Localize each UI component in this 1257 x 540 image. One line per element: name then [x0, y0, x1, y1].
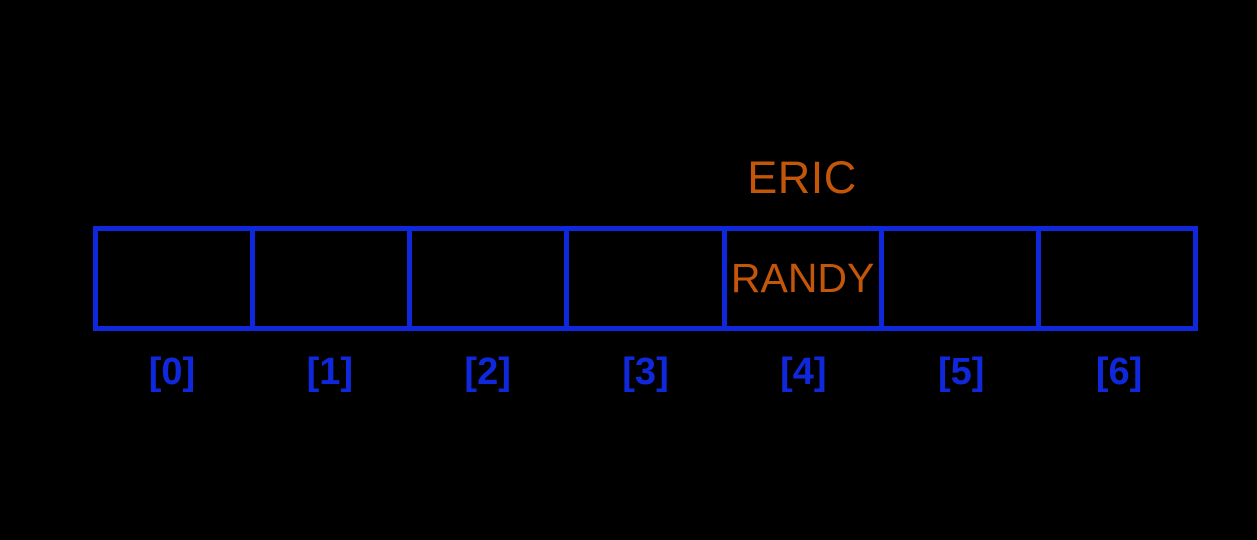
pointer-label-eric: ERIC	[747, 152, 857, 203]
array-cell-0[interactable]	[98, 231, 256, 326]
array-index-label-3: [3]	[622, 351, 669, 393]
array-cell-5[interactable]	[883, 231, 1041, 326]
array-index-label-6: [6]	[1095, 351, 1143, 393]
array-cell-6[interactable]	[1040, 231, 1193, 326]
array-index-label-2: [2]	[464, 351, 511, 393]
array-index-label-1: [1]	[306, 351, 354, 393]
array-index-labels: [0] [1] [2] [3] [4] [5] [6]	[93, 344, 1198, 400]
array-index-label-4: [4]	[780, 351, 827, 393]
array-container: RANDY	[93, 226, 1198, 331]
array-index-label-0: [0]	[148, 351, 196, 393]
array-index-label-5: [5]	[938, 351, 985, 393]
array-cell-1[interactable]	[255, 231, 413, 326]
array-cell-value-4: RANDY	[730, 255, 875, 301]
array-cell-2[interactable]	[412, 231, 570, 326]
array-cell-4[interactable]: RANDY	[726, 231, 884, 326]
array-cell-3[interactable]	[569, 231, 727, 326]
